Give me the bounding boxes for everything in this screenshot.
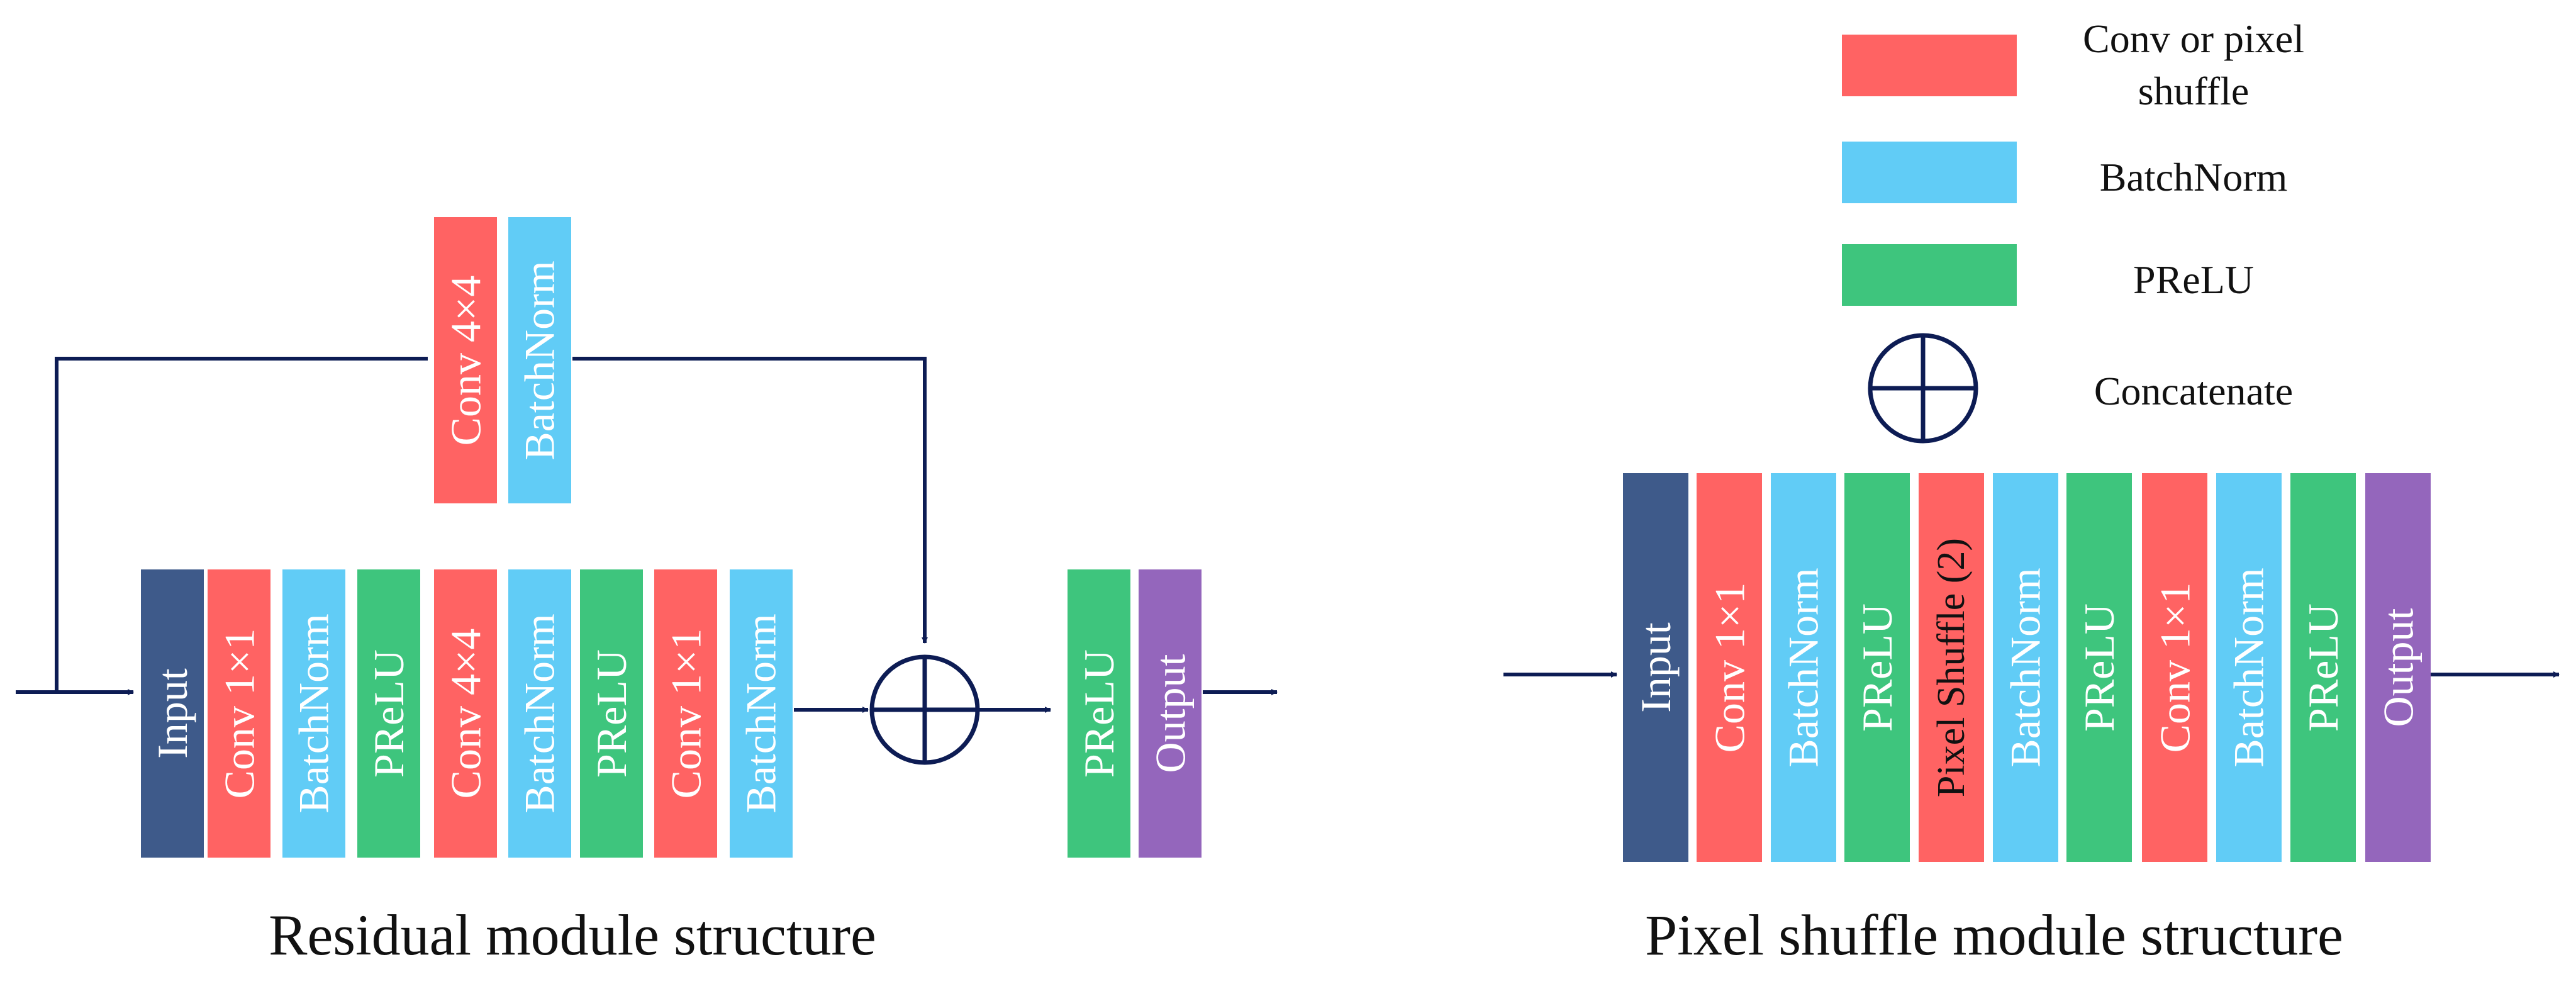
pixel-shuffle-block-8-conv-1x1: Conv 1×1	[2142, 473, 2207, 862]
pixel-shuffle-block-1-input: Input	[1623, 473, 1688, 862]
legend-label-conv: Conv or pixel shuffle	[2083, 16, 2304, 114]
residual-block-9-batchnorm: BatchNorm	[730, 569, 793, 858]
residual-skip-left-line	[55, 357, 428, 692]
residual-block-1-input: Input	[141, 569, 204, 858]
pixel-shuffle-block-3-batchnorm: BatchNorm	[1771, 473, 1836, 862]
pixel-shuffle-block-9-batchnorm-label: BatchNorm	[2225, 568, 2273, 768]
residual-concatenate-icon	[869, 654, 980, 765]
pixel-shuffle-block-10-prelu-label: PReLU	[2299, 603, 2347, 732]
legend-swatch-prelu	[1842, 244, 2017, 306]
legend-concatenate-icon	[1868, 333, 1978, 444]
residual-block-4-prelu-label: PReLU	[365, 649, 413, 778]
legend-swatch-batchnorm	[1842, 142, 2017, 203]
pixel-shuffle-caption: Pixel shuffle module structure	[1645, 903, 2343, 967]
pixel-shuffle-block-10-prelu: PReLU	[2290, 473, 2356, 862]
pixel-shuffle-block-1-input-label: Input	[1632, 622, 1680, 713]
residual-block-7-prelu-label: PReLU	[588, 649, 635, 778]
pixel-shuffle-block-7-prelu-label: PReLU	[2075, 603, 2123, 732]
residual-branch-block-1-conv-4x4-label: Conv 4×4	[442, 275, 489, 445]
pixel-shuffle-block-8-conv-1x1-label: Conv 1×1	[2151, 582, 2199, 753]
legend-label-concatenate: Concatenate	[2094, 369, 2294, 413]
legend-label-prelu: PReLU	[2133, 257, 2254, 302]
residual-caption: Residual module structure	[269, 903, 876, 967]
residual-block-7-prelu: PReLU	[580, 569, 643, 858]
legend-swatch-conv	[1842, 35, 2017, 96]
residual-branch-block-2-batchnorm: BatchNorm	[508, 217, 571, 503]
residual-block-9-batchnorm-label: BatchNorm	[737, 613, 786, 814]
residual-post-block-1-prelu: PReLU	[1068, 569, 1130, 858]
pixel-shuffle-block-4-prelu-label: PReLU	[1853, 603, 1901, 732]
pixel-shuffle-block-11-output: Output	[2365, 473, 2431, 862]
pixel-shuffle-block-4-prelu: PReLU	[1844, 473, 1910, 862]
residual-branch-block-2-batchnorm-label: BatchNorm	[516, 260, 564, 461]
residual-block-6-batchnorm-label: BatchNorm	[516, 613, 564, 814]
residual-block-2-conv-1x1: Conv 1×1	[208, 569, 270, 858]
residual-post-block-2-output-label: Output	[1146, 654, 1194, 773]
residual-block-8-conv-1x1-label: Conv 1×1	[662, 628, 710, 799]
residual-block-6-batchnorm: BatchNorm	[508, 569, 571, 858]
residual-post-block-1-prelu-label: PReLU	[1075, 649, 1123, 778]
pixel-shuffle-block-6-batchnorm-label: BatchNorm	[2002, 568, 2050, 768]
residual-block-5-conv-4x4-label: Conv 4×4	[442, 628, 489, 799]
residual-branch-block-1-conv-4x4: Conv 4×4	[434, 217, 497, 503]
residual-block-4-prelu: PReLU	[357, 569, 420, 858]
pixel-shuffle-block-11-output-label: Output	[2374, 608, 2422, 727]
pixel-shuffle-block-2-conv-1x1: Conv 1×1	[1697, 473, 1762, 862]
residual-block-1-input-label: Input	[148, 668, 197, 759]
pixel-shuffle-block-3-batchnorm-label: BatchNorm	[1780, 568, 1828, 768]
residual-block-3-batchnorm: BatchNorm	[282, 569, 345, 858]
pixel-shuffle-block-2-conv-1x1-label: Conv 1×1	[1705, 582, 1753, 753]
pixel-shuffle-block-7-prelu: PReLU	[2066, 473, 2132, 862]
residual-block-8-conv-1x1: Conv 1×1	[654, 569, 717, 858]
pixel-shuffle-block-5-pixel-shuffle-2-label: Pixel Shuffle (2)	[1930, 537, 1973, 798]
pixel-shuffle-block-6-batchnorm: BatchNorm	[1993, 473, 2058, 862]
residual-post-block-2-output: Output	[1139, 569, 1202, 858]
residual-block-2-conv-1x1-label: Conv 1×1	[215, 628, 263, 799]
residual-block-3-batchnorm-label: BatchNorm	[290, 613, 338, 814]
pixel-shuffle-block-9-batchnorm: BatchNorm	[2216, 473, 2282, 862]
legend-label-batchnorm: BatchNorm	[2099, 155, 2288, 199]
residual-block-5-conv-4x4: Conv 4×4	[434, 569, 497, 858]
residual-skip-down-arrow	[572, 357, 928, 644]
pixel-shuffle-block-5-pixel-shuffle-2: Pixel Shuffle (2)	[1919, 473, 1984, 862]
